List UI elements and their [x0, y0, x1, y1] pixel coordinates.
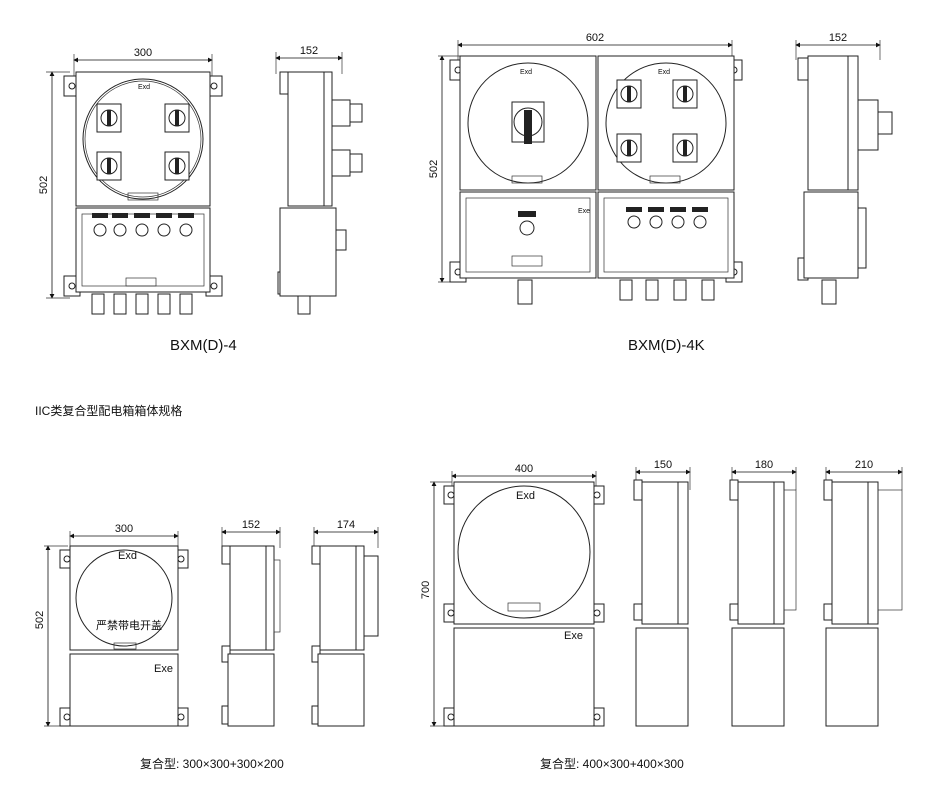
composite-300-side-view-a — [221, 527, 281, 727]
panel-exd-bl: Exd — [118, 550, 137, 562]
panel-exe-br: Exe — [564, 630, 583, 642]
composite-400-side-view-c — [823, 467, 903, 727]
dim-tr-side: 152 — [829, 32, 847, 44]
model-label-bxmd4: BXM(D)-4 — [170, 337, 237, 354]
panel-exd-br: Exd — [516, 490, 535, 502]
bxmd4k-side-view — [795, 40, 893, 305]
bxmd4-front-view — [46, 54, 223, 315]
dim-bl-side2: 174 — [337, 519, 355, 531]
panel-exe-tr: Exe — [578, 208, 590, 215]
bxmd4k-front-view — [438, 40, 743, 305]
model-label-bxmd4k: BXM(D)-4K — [628, 337, 705, 354]
panel-exd-tr-left: Exd — [520, 69, 532, 76]
section-title: IIC类复合型配电箱箱体规格 — [35, 404, 183, 418]
bxmd4-side-view — [275, 52, 363, 315]
composite-300-front-view — [44, 531, 189, 727]
caption-composite-300: 复合型: 300×300+300×200 — [140, 757, 284, 771]
dim-tl-width: 300 — [134, 47, 152, 59]
composite-400-front-view — [430, 471, 605, 727]
dim-tl-height: 502 — [38, 176, 50, 194]
dim-tr-width: 602 — [586, 32, 604, 44]
dim-bl-side1: 152 — [242, 519, 260, 531]
composite-300-side-view-b — [311, 527, 379, 727]
dim-tl-side: 152 — [300, 45, 318, 57]
panel-exd-tl: Exd — [138, 84, 150, 91]
dim-br-width: 400 — [515, 463, 533, 475]
dim-tr-height: 502 — [428, 160, 440, 178]
dim-br-height: 700 — [420, 581, 432, 599]
dim-br-side2: 180 — [755, 459, 773, 471]
dim-bl-width: 300 — [115, 523, 133, 535]
panel-warning-bl: 严禁带电开盖 — [96, 618, 162, 632]
composite-400-side-view-a — [633, 467, 691, 727]
composite-400-side-view-b — [729, 467, 797, 727]
caption-composite-400: 复合型: 400×300+400×300 — [540, 757, 684, 771]
dim-br-side1: 150 — [654, 459, 672, 471]
panel-exe-bl: Exe — [154, 663, 173, 675]
dim-bl-height: 502 — [34, 611, 46, 629]
dim-br-side3: 210 — [855, 459, 873, 471]
panel-exd-tr-right: Exd — [658, 69, 670, 76]
